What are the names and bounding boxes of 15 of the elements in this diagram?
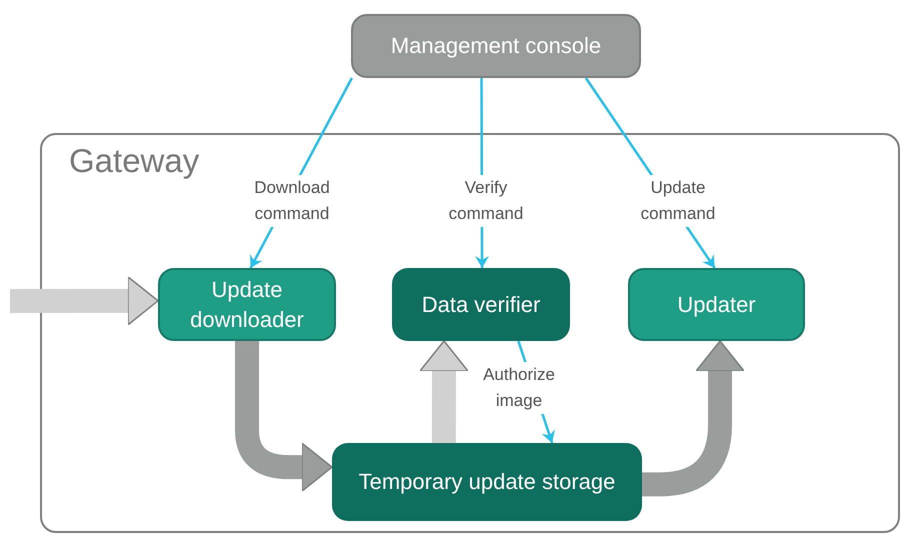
console-box bbox=[351, 14, 641, 78]
node-label: Updater bbox=[677, 290, 756, 319]
process-box bbox=[158, 268, 336, 341]
node-label: Management console bbox=[390, 32, 602, 60]
gateway-container bbox=[40, 133, 900, 533]
storage-box bbox=[332, 443, 642, 521]
node-label: Temporary update storage bbox=[358, 468, 616, 496]
node-label: Data verifier bbox=[422, 290, 540, 318]
process-box bbox=[628, 268, 805, 341]
block-arrow bbox=[10, 276, 159, 326]
block-arrow bbox=[419, 340, 469, 443]
block-arrow bbox=[235, 341, 333, 492]
container-title: Gateway bbox=[69, 141, 200, 181]
node-label: Update downloader bbox=[189, 276, 305, 334]
process-box bbox=[392, 268, 570, 341]
